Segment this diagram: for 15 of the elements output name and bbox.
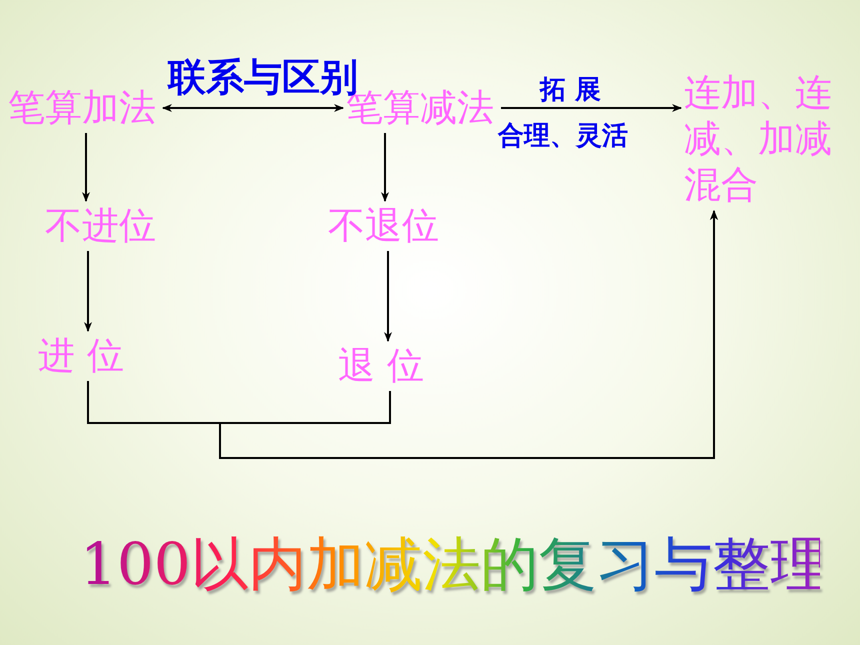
node-text: 不退位 <box>328 204 443 248</box>
node-text: 连加、连减、加减混合 <box>684 70 836 208</box>
node-text: 笔算加法 <box>8 86 160 130</box>
node-text: 退 位 <box>338 344 434 388</box>
arrow <box>384 251 392 342</box>
node-text: 进 位 <box>38 334 134 378</box>
arrow <box>501 104 682 112</box>
node-text: 不进位 <box>45 204 160 248</box>
edge-label: 拓 展 <box>540 74 602 107</box>
arrow <box>82 133 90 202</box>
arrow <box>381 133 389 202</box>
arrow <box>84 251 92 332</box>
note-text: 合理、灵活 <box>498 120 628 153</box>
arrow <box>162 104 344 112</box>
arrow <box>219 210 718 459</box>
